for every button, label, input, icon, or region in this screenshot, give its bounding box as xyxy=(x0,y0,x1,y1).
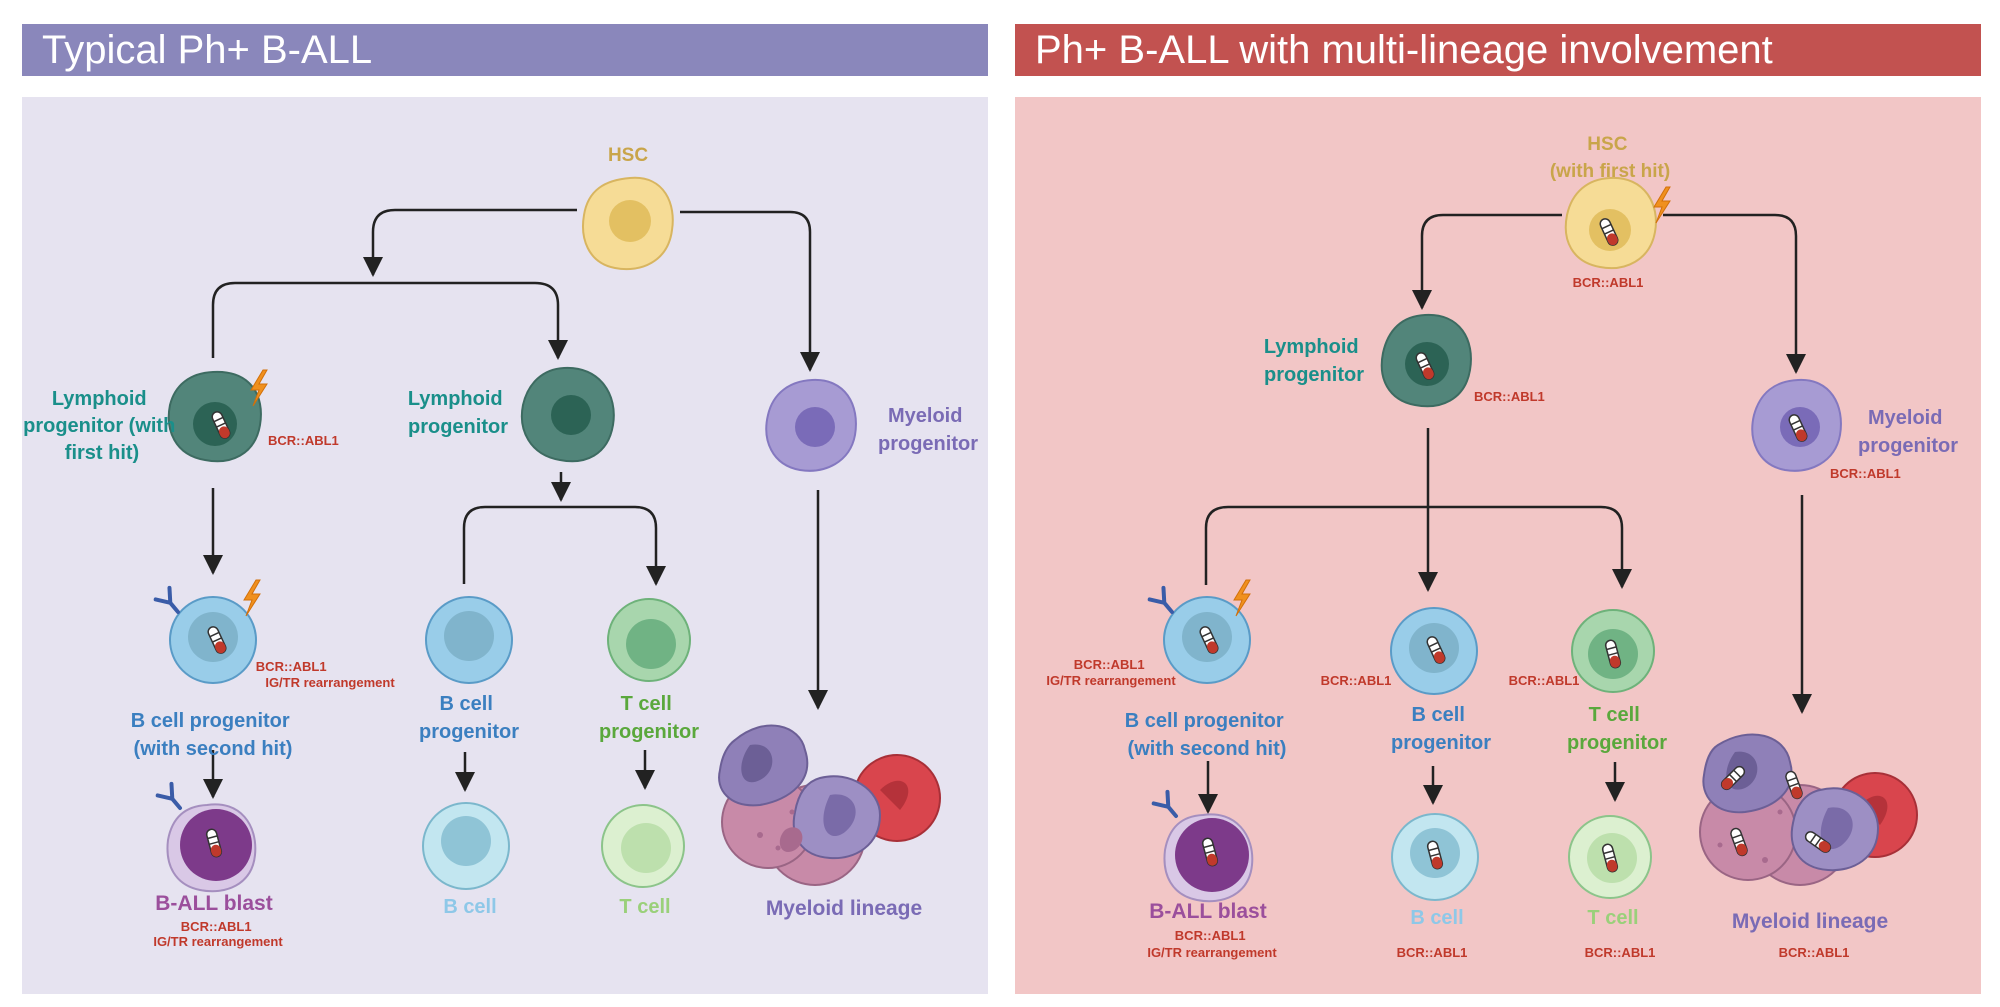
hsc-cell xyxy=(582,176,674,271)
right-tcell-mutation: BCR::ABL1 xyxy=(1585,945,1656,960)
right-lymphoid-mutation: BCR::ABL1 xyxy=(1474,389,1545,404)
lymphoid-progenitor-hit-cell xyxy=(167,369,268,463)
right-bprog-hit-mutation-1: BCR::ABL1 xyxy=(1074,657,1145,672)
left-bcell-label: B cell xyxy=(443,896,496,918)
right-hsc-label-line2: (with first hit) xyxy=(1550,161,1670,182)
left-lymphoid-label-line2: progenitor xyxy=(408,416,508,438)
left-lymphoid-hit-mutation: BCR::ABL1 xyxy=(268,433,339,448)
myeloid-progenitor-cell xyxy=(765,378,857,472)
right-lymphoid-label-line1: Lymphoid xyxy=(1264,336,1359,358)
right-t-cell-cell xyxy=(1568,815,1652,899)
myeloid-lineage-cluster xyxy=(718,724,941,886)
right-myeloid-lineage-cluster xyxy=(1699,733,1918,886)
right-bprog-hit-label-line2: (with second hit) xyxy=(1128,738,1287,760)
right-blast-mutation-2: IG/TR rearrangement xyxy=(1147,945,1277,960)
b-all-blast-cell xyxy=(155,781,257,893)
right-bprog-label-line1: B cell xyxy=(1412,704,1465,726)
left-arrows xyxy=(203,208,828,799)
right-bprog-label: B cell progenitor xyxy=(1391,704,1491,754)
t-cell-progenitor-cell xyxy=(607,598,691,682)
right-blast-label: B-ALL blast xyxy=(1149,900,1266,923)
left-bprog-hit-mutations: BCR::ABL1 IG/TR rearrangement xyxy=(256,659,396,690)
right-blast-mutation-1: BCR::ABL1 xyxy=(1175,928,1246,943)
right-tprog-label-line2: progenitor xyxy=(1567,732,1667,754)
left-lymphoid-hit-label-line1: Lymphoid xyxy=(52,388,147,410)
left-tprog-label-line1: T cell xyxy=(621,693,672,715)
right-tcell-label: T cell xyxy=(1587,907,1638,929)
right-arrows xyxy=(1198,213,1812,814)
left-panel-title: Typical Ph+ B-ALL xyxy=(22,24,988,76)
right-hsc-label: HSC (with first hit) xyxy=(1550,134,1670,182)
right-blast-mutations: BCR::ABL1 IG/TR rearrangement xyxy=(1147,928,1277,960)
right-lymphoid-progenitor-cell xyxy=(1380,313,1472,408)
left-bprog-hit-mutation-2: IG/TR rearrangement xyxy=(265,675,395,690)
right-bprog-mutation: BCR::ABL1 xyxy=(1321,673,1392,688)
lymphoid-progenitor-cell xyxy=(521,366,615,463)
right-hsc-label-line1: HSC xyxy=(1587,134,1627,155)
right-myeloid-label-line2: progenitor xyxy=(1858,435,1958,457)
right-bcell-mutation: BCR::ABL1 xyxy=(1397,945,1468,960)
left-lymphoid-label-line1: Lymphoid xyxy=(408,388,503,410)
left-myeloid-label: Myeloid progenitor xyxy=(878,405,978,455)
left-myeloid-lineage-label: Myeloid lineage xyxy=(766,897,922,920)
right-bprog-hit-label: B cell progenitor (with second hit) xyxy=(1125,710,1289,760)
right-hsc-cell xyxy=(1564,176,1671,269)
left-myeloid-label-line1: Myeloid xyxy=(888,405,962,427)
left-bprog-label-line2: progenitor xyxy=(419,721,519,743)
right-myeloid-lineage-label: Myeloid lineage xyxy=(1732,910,1888,933)
left-bprog-label: B cell progenitor xyxy=(419,693,519,743)
left-bprog-hit-label: B cell progenitor (with second hit) xyxy=(131,710,295,760)
right-b-cell-progenitor-hit-cell xyxy=(1147,579,1251,684)
left-blast-mutation-2: IG/TR rearrangement xyxy=(153,934,283,949)
left-myeloid-label-line2: progenitor xyxy=(878,433,978,455)
left-tprog-label-line2: progenitor xyxy=(599,721,699,743)
right-b-cell-progenitor-cell xyxy=(1390,607,1478,695)
right-bprog-label-line2: progenitor xyxy=(1391,732,1491,754)
right-b-cell-cell xyxy=(1391,813,1479,901)
left-blast-mutations: BCR::ABL1 IG/TR rearrangement xyxy=(153,919,283,949)
b-cell-cell xyxy=(422,802,510,890)
left-tcell-label: T cell xyxy=(619,896,670,918)
left-lymphoid-hit-label-line2: progenitor (with xyxy=(23,415,175,437)
right-bcell-label: B cell xyxy=(1410,907,1463,929)
left-hsc-label: HSC xyxy=(608,145,648,166)
left-blast-label: B-ALL blast xyxy=(155,892,272,915)
right-tprog-label-line1: T cell xyxy=(1589,704,1640,726)
left-bprog-hit-mutation-1: BCR::ABL1 xyxy=(256,659,327,674)
b-cell-progenitor-cell xyxy=(425,596,513,684)
right-bprog-hit-mutation-2: IG/TR rearrangement xyxy=(1046,673,1176,688)
left-lymphoid-label: Lymphoid progenitor xyxy=(408,388,508,438)
right-myeloid-progenitor-cell xyxy=(1751,378,1842,472)
left-lymphoid-hit-label-line3: first hit) xyxy=(65,442,139,464)
right-panel-title: Ph+ B-ALL with multi-lineage involvement xyxy=(1015,24,1981,76)
left-bprog-hit-label-line2: (with second hit) xyxy=(134,738,293,760)
right-bprog-hit-mutations: BCR::ABL1 IG/TR rearrangement xyxy=(1046,657,1176,688)
right-myeloid-mutation: BCR::ABL1 xyxy=(1830,466,1901,481)
left-bprog-hit-label-line1: B cell progenitor xyxy=(131,710,290,732)
right-tprog-label: T cell progenitor xyxy=(1567,704,1667,754)
right-myeloid-label-line1: Myeloid xyxy=(1868,407,1942,429)
right-tprog-mutation: BCR::ABL1 xyxy=(1509,673,1580,688)
right-t-cell-progenitor-cell xyxy=(1571,609,1655,693)
b-cell-progenitor-hit-cell xyxy=(153,579,261,684)
left-lymphoid-hit-label: Lymphoid progenitor (with first hit) xyxy=(23,388,181,464)
right-hsc-mutation: BCR::ABL1 xyxy=(1573,275,1644,290)
right-b-all-blast-cell xyxy=(1151,789,1254,903)
left-blast-mutation-1: BCR::ABL1 xyxy=(181,919,252,934)
left-bprog-label-line1: B cell xyxy=(440,693,493,715)
right-myeloid-lineage-mutation: BCR::ABL1 xyxy=(1779,945,1850,960)
left-tprog-label: T cell progenitor xyxy=(599,693,699,743)
right-myeloid-label: Myeloid progenitor xyxy=(1858,407,1958,457)
t-cell-cell xyxy=(601,804,685,888)
right-lymphoid-label-line2: progenitor xyxy=(1264,364,1364,386)
right-bprog-hit-label-line1: B cell progenitor xyxy=(1125,710,1284,732)
right-lymphoid-label: Lymphoid progenitor xyxy=(1264,336,1364,386)
